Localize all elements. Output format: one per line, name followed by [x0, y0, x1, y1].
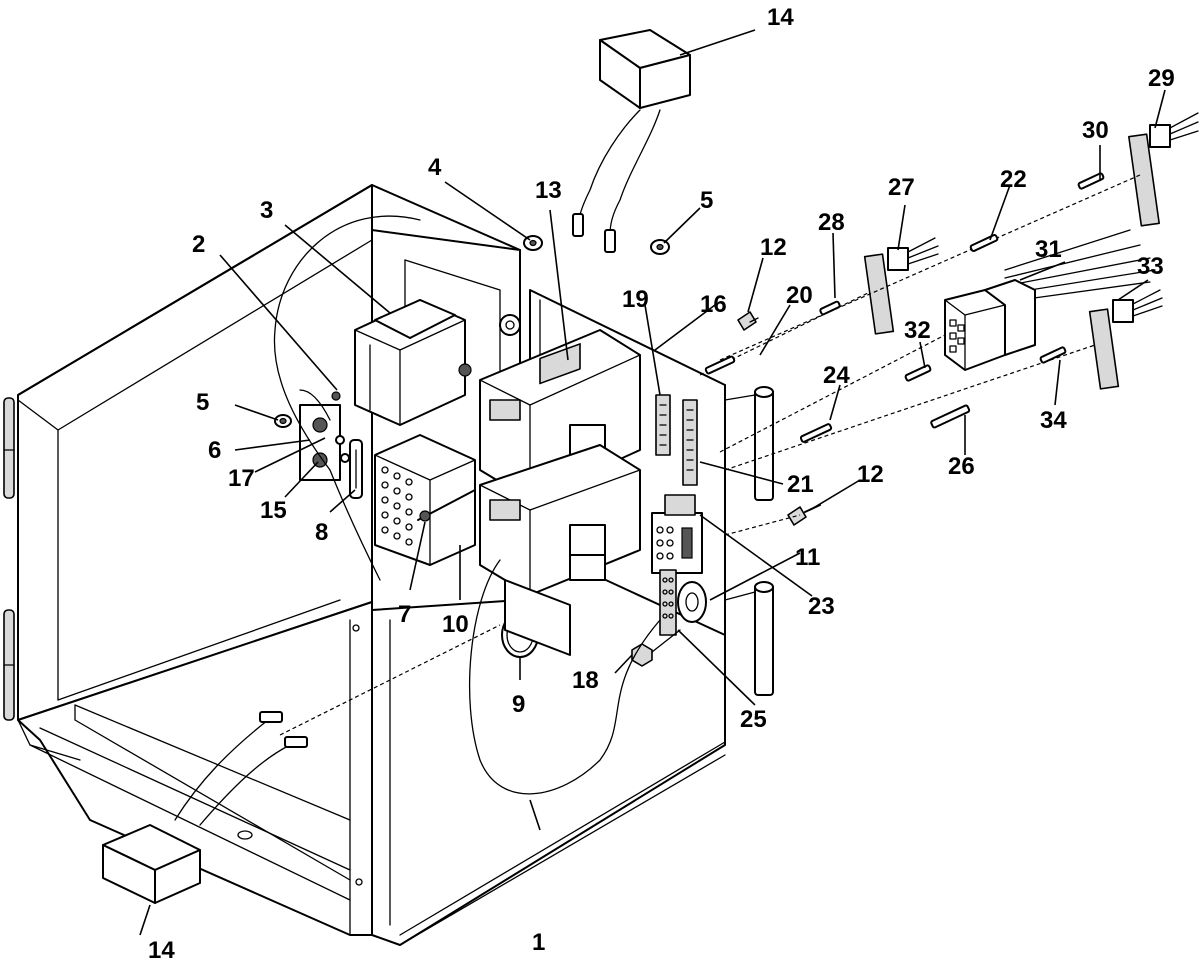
- callout-5-top: 5: [700, 187, 713, 214]
- callout-8: 8: [315, 519, 328, 546]
- callout-14-bottom: 14: [148, 937, 175, 962]
- knockout-ring: [501, 579, 571, 658]
- contactor-assembly: [479, 329, 641, 596]
- callout-20: 20: [786, 282, 813, 309]
- board-connector-21: [682, 399, 698, 486]
- connector-31: [944, 279, 1036, 371]
- callout-12-top: 12: [760, 234, 787, 261]
- callout-17: 17: [228, 465, 255, 492]
- callout-25: 25: [740, 706, 767, 733]
- callout-34: 34: [1040, 407, 1067, 434]
- callout-23: 23: [808, 593, 835, 620]
- callout-24: 24: [823, 362, 850, 389]
- callout-33: 33: [1137, 253, 1164, 280]
- standoff: [754, 581, 774, 696]
- callout-1: 1: [532, 929, 545, 956]
- grommet-11: [677, 581, 707, 623]
- screw-7: [417, 489, 476, 522]
- board-connector-25: [659, 569, 677, 636]
- connector-33: [1088, 289, 1163, 390]
- callout-4: 4: [428, 154, 442, 181]
- sensor-top: [572, 29, 691, 253]
- callout-16: 16: [700, 291, 727, 318]
- callout-29: 29: [1148, 65, 1175, 92]
- transformer: [354, 299, 521, 426]
- callout-15: 15: [260, 497, 287, 524]
- screw-12-top: [737, 311, 759, 331]
- callout-18: 18: [572, 667, 599, 694]
- washer-5-left: [274, 414, 292, 428]
- screw-12-mid: [787, 504, 821, 526]
- pins-and-assembly-lines: [279, 172, 1141, 736]
- callout-31: 31: [1035, 236, 1062, 263]
- callout-3: 3: [260, 197, 273, 224]
- callout-5-left: 5: [196, 389, 209, 416]
- callout-13: 13: [535, 177, 562, 204]
- callout-22: 22: [1000, 166, 1027, 193]
- callout-2: 2: [192, 231, 205, 258]
- callout-27: 27: [888, 174, 915, 201]
- callout-12-mid: 12: [857, 461, 884, 488]
- callout-11: 11: [795, 544, 820, 571]
- fuse: [349, 439, 363, 499]
- callout-26: 26: [948, 453, 975, 480]
- callout-6: 6: [208, 437, 221, 464]
- connector-29: [1128, 112, 1199, 227]
- terminal-block: [374, 434, 476, 566]
- callout-labels: 1 2 3 4 5 5 6 7 8 9 10 11 12 12 13 14 14…: [148, 4, 1175, 962]
- sensor-bottom: [102, 711, 308, 904]
- callout-28: 28: [818, 209, 845, 236]
- relay-socket-23: [651, 494, 703, 574]
- callout-32: 32: [904, 317, 931, 344]
- switch-bracket: [299, 391, 350, 481]
- standoff: [754, 386, 774, 501]
- callout-7: 7: [398, 601, 411, 628]
- callout-19: 19: [622, 286, 649, 313]
- callout-14-top: 14: [767, 4, 794, 31]
- callout-9: 9: [512, 691, 525, 718]
- callout-10: 10: [442, 611, 469, 638]
- washer-5-top: [650, 239, 670, 255]
- callout-21: 21: [787, 471, 814, 498]
- board-connector-19: [655, 394, 671, 456]
- leader-lines: [139, 29, 1166, 936]
- callout-30: 30: [1082, 117, 1109, 144]
